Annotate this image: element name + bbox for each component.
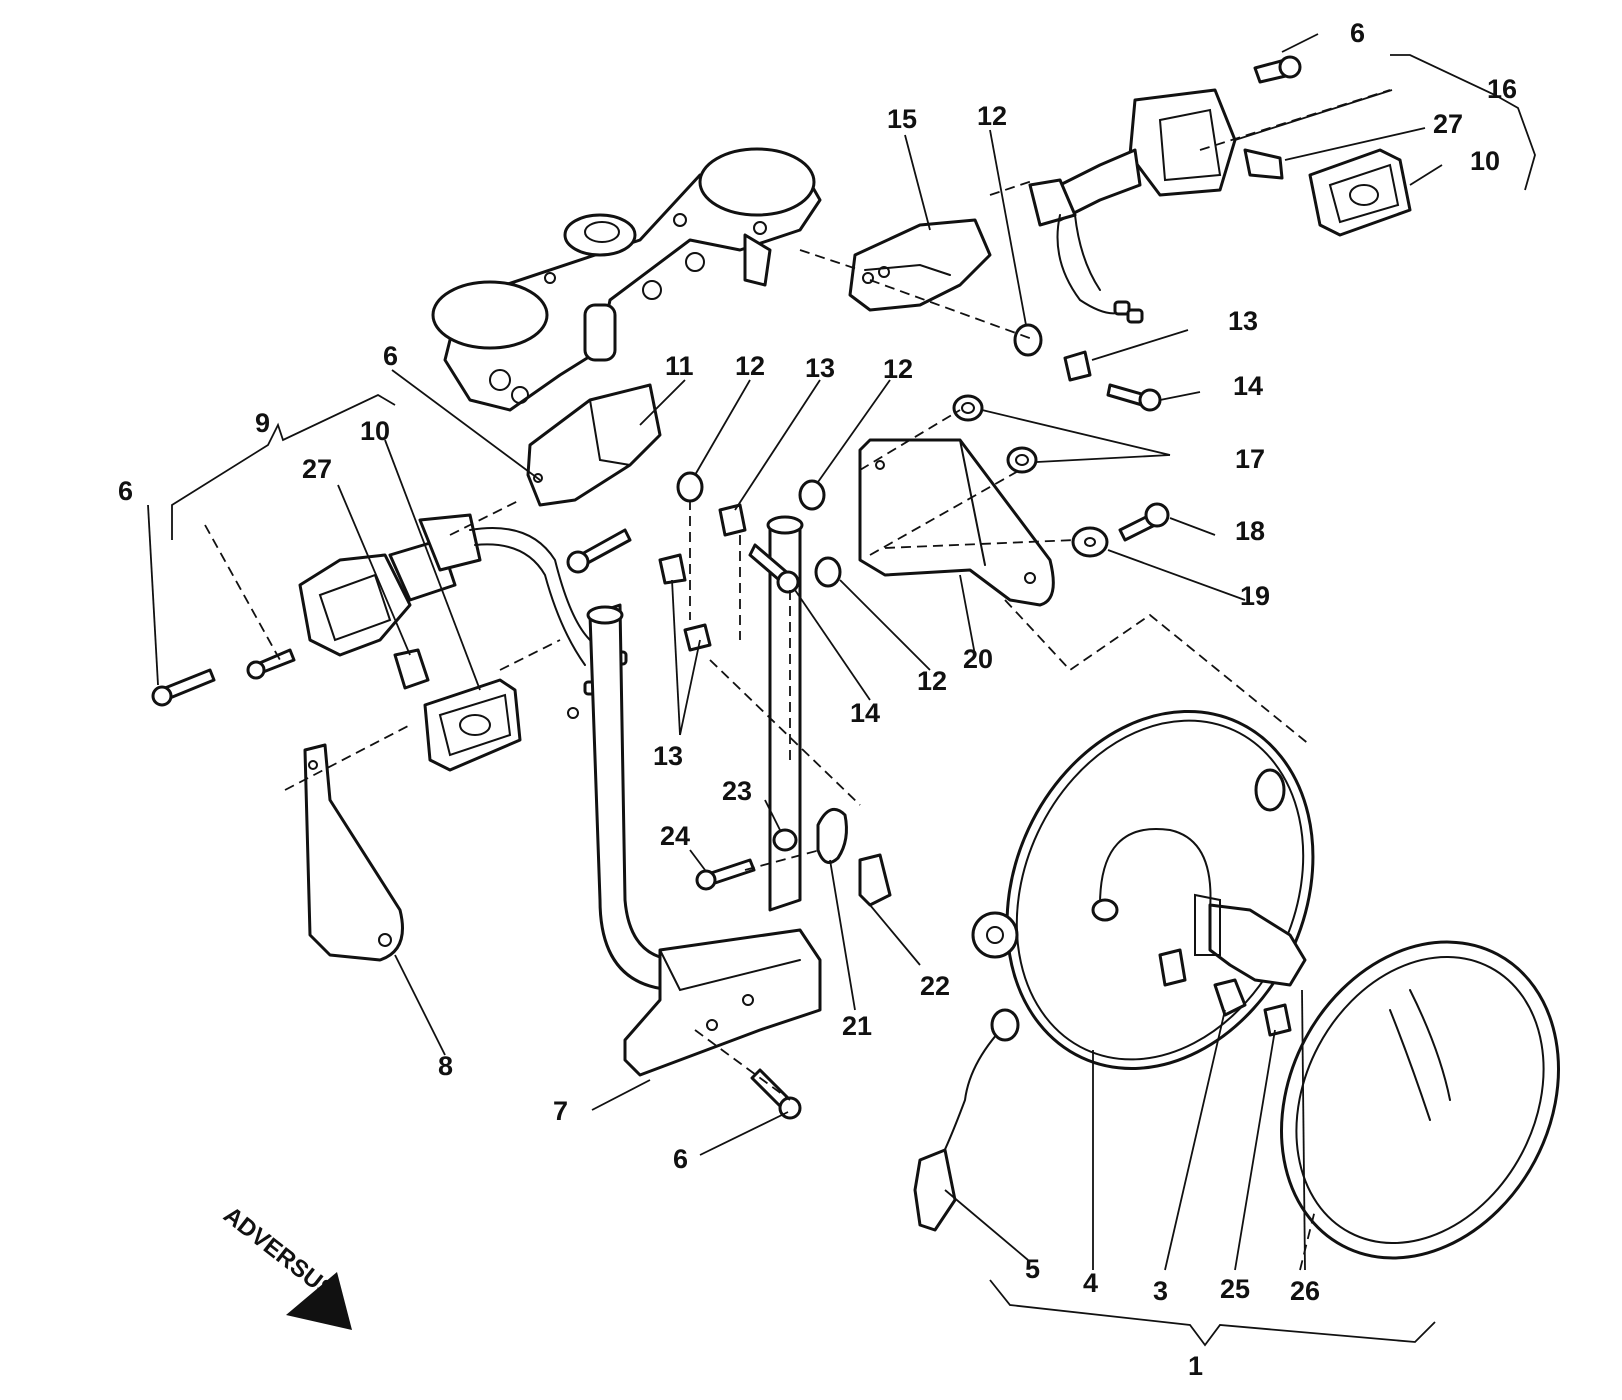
callout-22: 22 <box>920 971 950 1001</box>
callout-14-right: 14 <box>1233 371 1263 401</box>
callout-9: 9 <box>255 408 270 438</box>
right-cover <box>848 218 992 312</box>
callout-12-bottom: 12 <box>917 666 947 696</box>
direction-arrow-icon <box>286 1272 352 1330</box>
callout-24: 24 <box>660 821 690 851</box>
callout-10-left: 10 <box>360 416 390 446</box>
right-indicator <box>1028 55 1412 324</box>
callout-6-center: 6 <box>383 341 398 371</box>
callout-19: 19 <box>1240 581 1270 611</box>
callout-27-left: 27 <box>302 454 332 484</box>
headlight-assembly <box>913 709 1560 1260</box>
callout-4: 4 <box>1083 1268 1098 1298</box>
left-mount-plate <box>303 743 404 962</box>
callout-6-bottom: 6 <box>673 1144 688 1174</box>
callout-7: 7 <box>553 1096 568 1126</box>
top-yoke-bracket <box>431 147 822 412</box>
callout-12-top: 12 <box>977 101 1007 131</box>
callout-23: 23 <box>722 776 752 806</box>
callout-17: 17 <box>1235 444 1265 474</box>
assembly-lines <box>204 89 1391 1271</box>
callout-21: 21 <box>842 1011 872 1041</box>
callout-18: 18 <box>1235 516 1265 546</box>
callout-5: 5 <box>1025 1254 1040 1284</box>
left-cover <box>526 383 662 507</box>
callout-27-right: 27 <box>1433 109 1463 139</box>
callout-13-center: 13 <box>805 353 835 383</box>
hardware-fasteners <box>566 323 1170 1120</box>
callout-16: 16 <box>1487 74 1517 104</box>
callout-14-center: 14 <box>850 698 880 728</box>
callout-1: 1 <box>1188 1351 1203 1381</box>
headlight-bracket <box>567 515 822 1077</box>
callout-13-bottom: 13 <box>653 741 683 771</box>
leader-lines <box>147 33 1443 1271</box>
callout-3: 3 <box>1153 1276 1168 1306</box>
callout-10-right: 10 <box>1470 146 1500 176</box>
group-brackets <box>171 54 1536 1347</box>
callout-20: 20 <box>963 644 993 674</box>
callout-26: 26 <box>1290 1276 1320 1306</box>
callout-6-top-right: 6 <box>1350 18 1365 48</box>
callout-labels: 1 3 4 5 6 6 6 6 7 8 9 10 10 11 12 12 12 … <box>118 18 1517 1381</box>
callout-12-left: 12 <box>735 351 765 381</box>
callout-8: 8 <box>438 1051 453 1081</box>
callout-25: 25 <box>1220 1274 1250 1304</box>
callout-6-left: 6 <box>118 476 133 506</box>
callout-15: 15 <box>887 104 917 134</box>
right-mount-plate <box>858 438 1055 607</box>
watermark: ADVERSUS <box>218 1201 352 1330</box>
callout-12-middle: 12 <box>883 354 913 384</box>
callout-13-right: 13 <box>1228 306 1258 336</box>
callout-11: 11 <box>665 351 694 381</box>
left-indicator <box>151 513 628 772</box>
